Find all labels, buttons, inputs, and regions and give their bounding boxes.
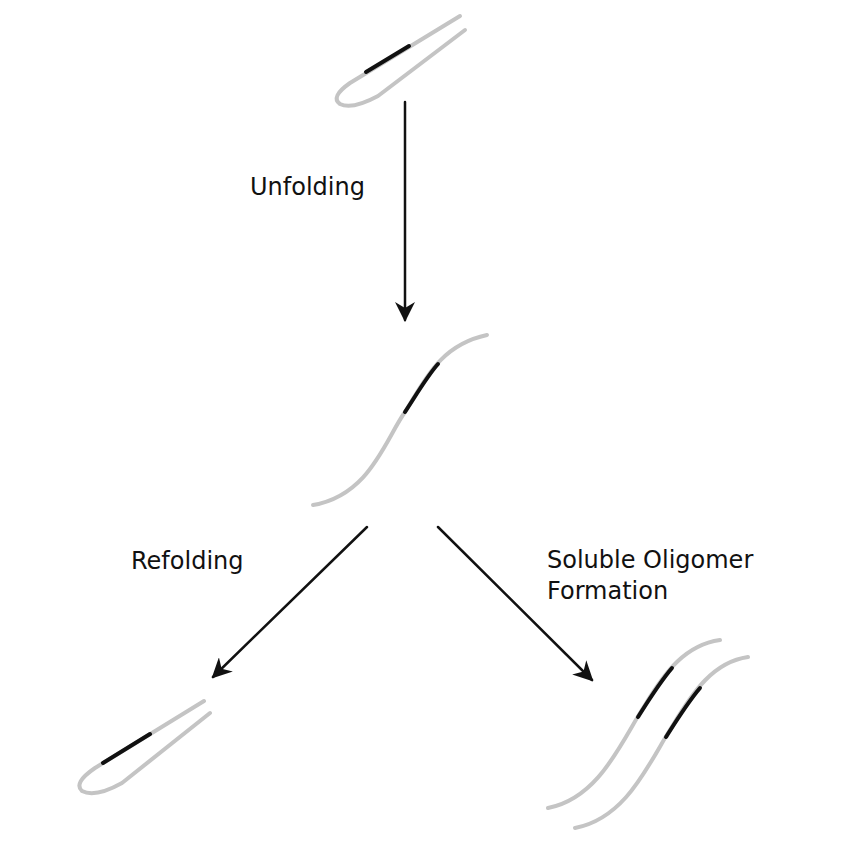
hydrophobic-segment	[366, 46, 409, 72]
oligomer-strand	[575, 657, 748, 828]
step-label: Unfolding	[250, 172, 365, 203]
hydrophobic-segment	[638, 668, 672, 717]
hydrophobic-segment	[405, 364, 438, 412]
folded-protein	[337, 16, 465, 106]
step-label: Soluble Oligomer Formation	[547, 545, 817, 607]
oligomer-strand	[548, 640, 720, 808]
hydrophobic-segment	[103, 734, 150, 763]
step-label: Refolding	[131, 546, 244, 577]
hydrophobic-segment	[666, 688, 700, 737]
arrow	[404, 102, 407, 320]
unfolded-protein	[313, 335, 487, 505]
refolded-protein	[79, 701, 210, 793]
